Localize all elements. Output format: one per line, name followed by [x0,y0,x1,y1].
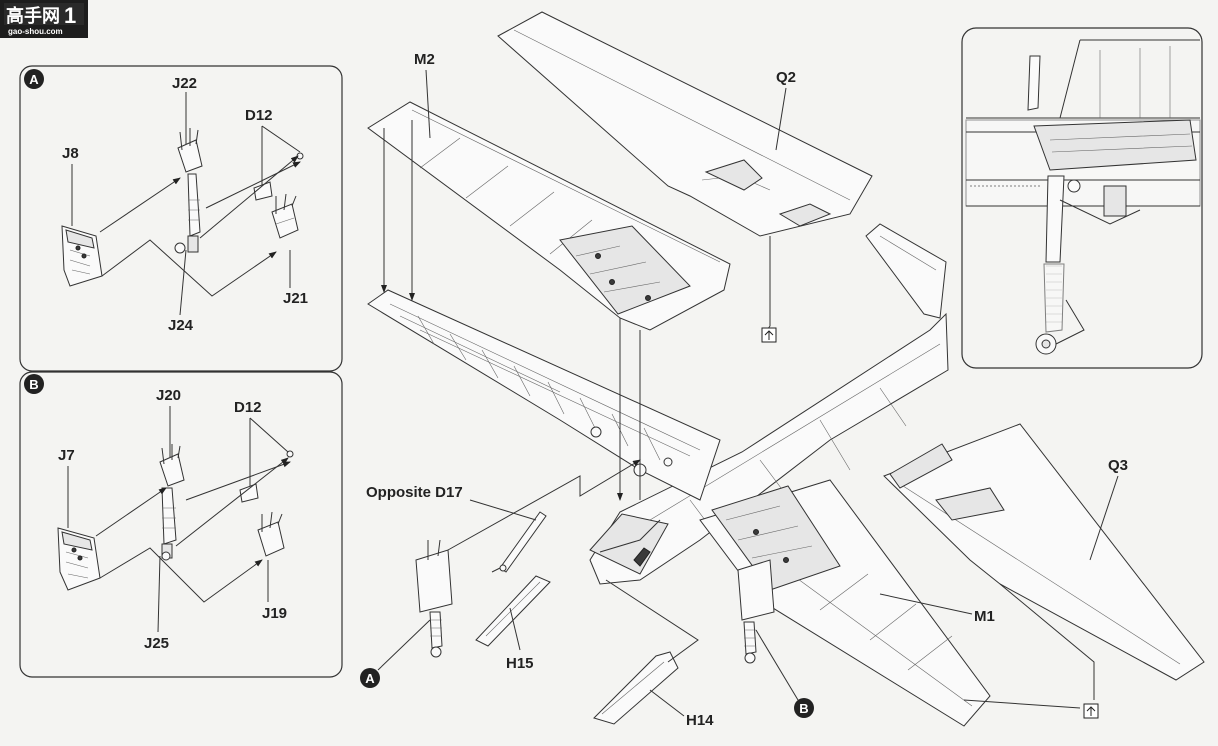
label-d12-a: D12 [245,107,273,124]
part-m1-wing [699,479,991,727]
part-h15 [475,575,551,647]
part-q2-wing-upper [497,11,873,237]
main-assembly: M2 Q2 Q3 M1 Opposite D17 H15 H14 A B [360,11,1205,729]
landing-gear-detail-inset [961,27,1203,369]
part-j7-wheel-bay [57,527,101,591]
label-j19: J19 [262,605,287,622]
step-marker-a-letter: A [365,671,375,686]
step-marker-b-letter: B [799,701,808,716]
turn-over-icon-1 [761,327,777,343]
watermark-site-chars: 高手网 [6,5,60,26]
step-b-badge [24,374,44,394]
part-j21 [271,193,299,239]
watermark-logo: 高手网 1 gao-shou.com [0,0,88,38]
label-j7: J7 [58,447,75,464]
panel-a: A J22 D12 J8 J21 J24 [19,65,343,372]
gear-assembly-a [415,539,453,658]
part-d12-a [253,152,304,201]
panel-b: B J20 D12 J7 J19 J25 [19,371,343,678]
watermark-number: 1 [64,3,76,28]
wing-lower-frame [367,289,721,501]
part-q3-wing-lower [883,423,1205,681]
label-j22: J22 [172,75,197,92]
part-j25-strut [159,444,185,561]
label-m1: M1 [974,608,995,625]
label-q3: Q3 [1108,457,1128,474]
step-a-letter: A [29,72,39,87]
watermark-url: gao-shou.com [8,27,63,36]
step-a-badge [24,69,44,89]
step-b-letter: B [29,377,38,392]
label-h14: H14 [686,712,714,729]
gear-assembly-b [737,559,775,664]
label-m2: M2 [414,51,435,68]
part-h14 [593,651,679,725]
label-j24: J24 [168,317,194,334]
part-opposite-d17 [499,511,547,573]
part-j19 [257,511,285,557]
part-j24-strut [174,128,203,254]
label-h15: H15 [506,655,534,672]
fuselage [589,223,949,585]
label-j8: J8 [62,145,79,162]
label-opposite-d17: Opposite D17 [366,484,463,501]
label-j21: J21 [283,290,308,307]
turn-over-icon-2 [1083,703,1099,719]
part-d12-b [239,450,294,503]
label-q2: Q2 [776,69,796,86]
label-j20: J20 [156,387,181,404]
part-m2-wing [367,101,731,331]
step-marker-a: A [360,619,431,688]
part-j8-wheel-bay [61,225,103,287]
label-d12-b: D12 [234,399,262,416]
step-marker-b: B [755,629,814,718]
label-j25: J25 [144,635,169,652]
